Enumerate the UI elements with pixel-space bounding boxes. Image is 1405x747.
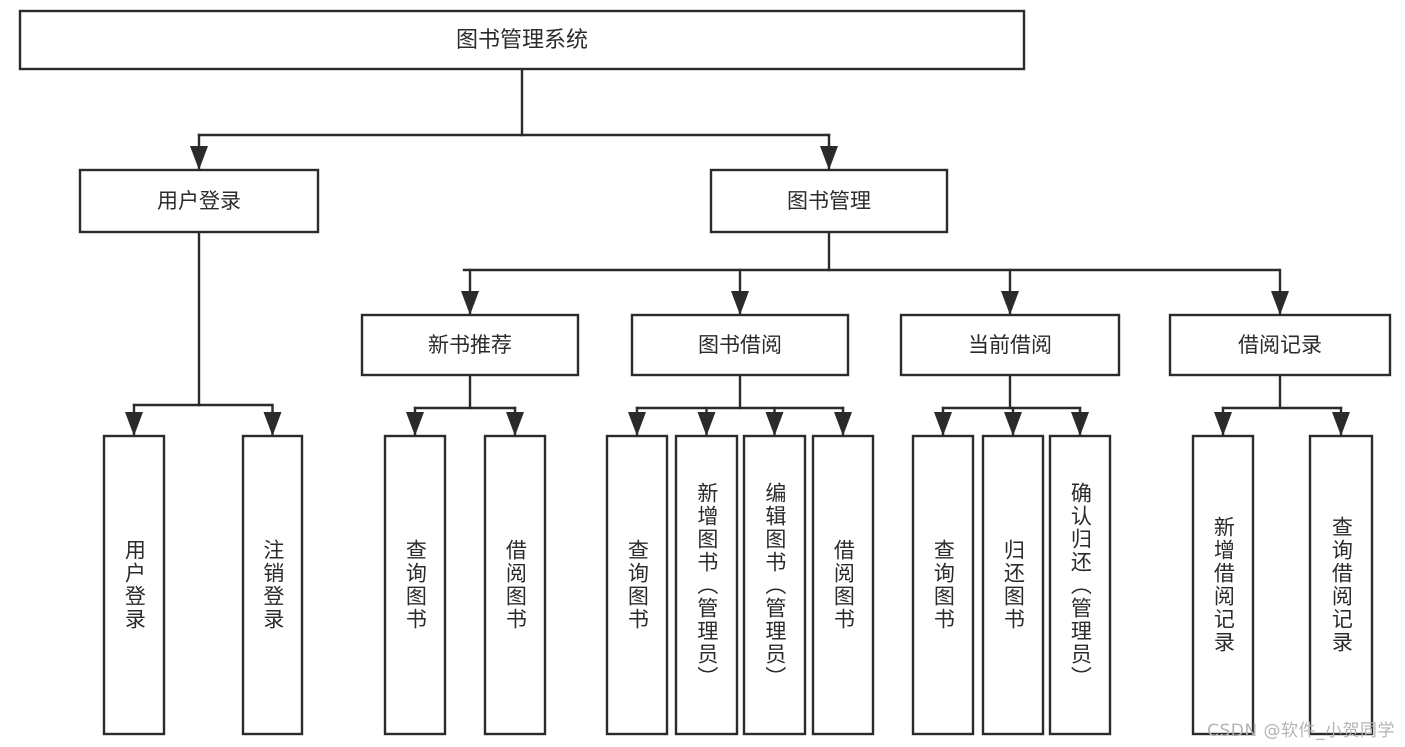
node-box-leaf-leaf-query-book-borrow[interactable] <box>605 434 669 736</box>
edge-user-login-to-leaf-user-login <box>125 403 143 438</box>
node-box-leaf-leaf-borrow-book[interactable] <box>811 434 875 736</box>
node-box-level3-current-borrow[interactable] <box>899 313 1121 377</box>
node-label: 新书推荐 <box>428 333 512 357</box>
node-box-leaf-leaf-query-borrow-record[interactable] <box>1308 434 1374 736</box>
connectors-layer <box>125 67 1350 438</box>
edge-root-to-user-login <box>190 133 208 172</box>
arrow-head-icon <box>1332 412 1350 436</box>
arrow-head-icon <box>731 291 749 315</box>
connector-group-bus-root <box>197 67 831 137</box>
arrow-head-icon <box>1071 412 1089 436</box>
node-box-leaf-leaf-query-book-new[interactable] <box>383 434 447 736</box>
arrow-head-icon <box>697 412 716 436</box>
edge-new-book-recommend-to-leaf-borrow-book-new <box>506 406 524 438</box>
arrow-head-icon <box>820 146 838 170</box>
arrow-head-icon <box>1271 291 1289 315</box>
edge-user-login-to-leaf-user-logout <box>263 403 282 438</box>
arrow-head-icon <box>934 412 952 436</box>
arrow-head-icon <box>461 291 479 315</box>
connector-group-bus-current-borrow <box>941 373 1082 410</box>
node-box-level3-borrow-record[interactable] <box>1168 313 1392 377</box>
edge-current-borrow-to-leaf-query-book-current <box>934 406 952 438</box>
arrow-head-icon <box>834 412 852 436</box>
node-box-leaf-leaf-add-book-admin[interactable] <box>674 434 739 736</box>
node-box-level3-book-borrow[interactable] <box>630 313 850 377</box>
edge-book-borrow-to-leaf-query-book-borrow <box>628 406 646 438</box>
node-box-leaf-leaf-confirm-return-admin[interactable] <box>1048 434 1112 736</box>
edge-new-book-recommend-to-leaf-query-book-new <box>406 406 424 438</box>
edge-book-management-to-new-book-recommend <box>461 268 479 317</box>
arrow-head-icon <box>263 412 282 436</box>
edge-borrow-record-to-leaf-query-borrow-record <box>1332 406 1350 438</box>
node-box-leaf-leaf-user-login[interactable] <box>102 434 166 736</box>
edge-root-to-book-management <box>820 133 838 172</box>
edge-book-borrow-to-leaf-add-book-admin <box>697 406 716 438</box>
node-label: 图书借阅 <box>698 333 782 357</box>
node-box-leaf-leaf-borrow-book-new[interactable] <box>483 434 547 736</box>
edge-current-borrow-to-leaf-return-book <box>1004 406 1022 438</box>
node-label: 借阅记录 <box>1238 333 1322 357</box>
edge-borrow-record-to-leaf-add-borrow-record <box>1214 406 1232 438</box>
connector-group-bus-book-management <box>462 230 1281 272</box>
node-box-leaf-leaf-edit-book-admin[interactable] <box>742 434 807 736</box>
arrow-head-icon <box>1004 412 1022 436</box>
node-box-level2-book-management[interactable] <box>709 168 949 234</box>
node-box-leaf-leaf-user-logout[interactable] <box>241 434 304 736</box>
node-label: 用户登录 <box>157 189 241 213</box>
arrow-head-icon <box>506 412 524 436</box>
node-box-leaf-leaf-add-borrow-record[interactable] <box>1191 434 1255 736</box>
csdn-watermark: CSDN @软件_小贺同学 <box>1207 721 1395 741</box>
edge-book-borrow-to-leaf-borrow-book <box>834 406 852 438</box>
edge-book-management-to-current-borrow <box>1001 268 1019 317</box>
arrow-head-icon <box>406 412 424 436</box>
arrow-head-icon <box>765 412 784 436</box>
node-box-level3-new-book-recommend[interactable] <box>360 313 580 377</box>
connector-group-bus-book-borrow <box>635 373 845 410</box>
node-label: 图书管理 <box>787 189 871 213</box>
edge-book-borrow-to-leaf-edit-book-admin <box>765 406 784 438</box>
boxes-layer <box>18 9 1392 736</box>
node-box-leaf-leaf-return-book[interactable] <box>981 434 1045 736</box>
connector-group-bus-new-book <box>413 373 517 410</box>
node-box-level2-user-login[interactable] <box>78 168 320 234</box>
arrow-head-icon <box>1001 291 1019 315</box>
node-box-root[interactable] <box>18 9 1026 71</box>
arrow-head-icon <box>1214 412 1232 436</box>
arrow-head-icon <box>125 412 143 436</box>
node-label: 当前借阅 <box>968 333 1052 357</box>
edge-book-management-to-borrow-record <box>1271 268 1289 317</box>
edge-book-management-to-book-borrow <box>731 268 749 317</box>
edge-current-borrow-to-leaf-confirm-return-admin <box>1071 406 1089 438</box>
arrow-head-icon <box>628 412 646 436</box>
node-box-leaf-leaf-query-book-current[interactable] <box>911 434 975 736</box>
node-label: 图书管理系统 <box>456 28 588 53</box>
arrow-head-icon <box>190 146 208 170</box>
connector-group-bus-user-login <box>132 230 274 407</box>
connector-group-bus-borrow-record <box>1221 373 1343 410</box>
